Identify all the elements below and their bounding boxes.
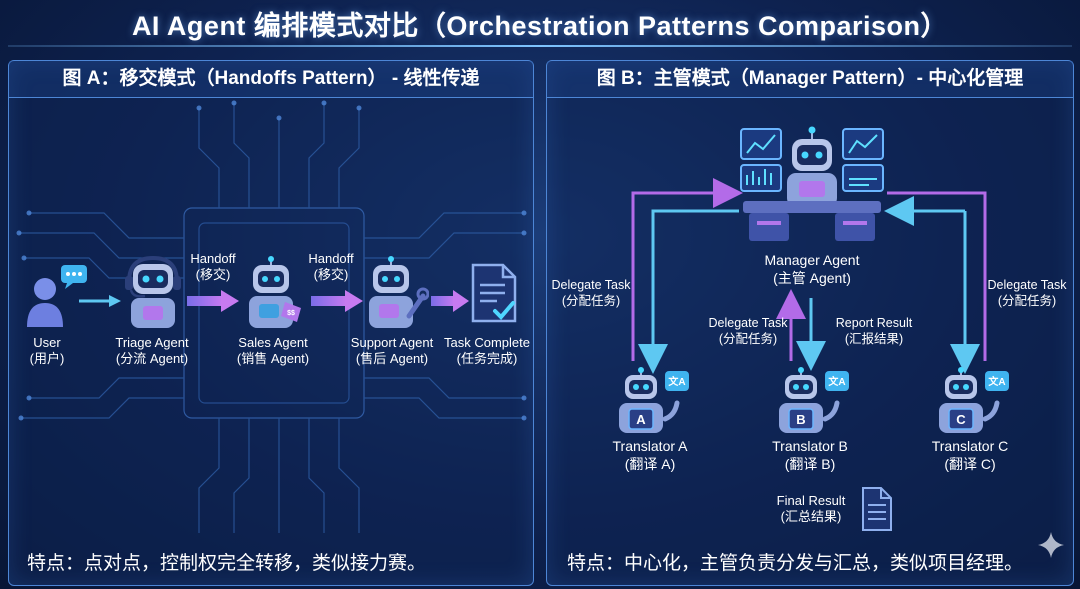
panel-b-footer: 特点：中心化，主管负责分发与汇总，类似项目经理。 bbox=[567, 553, 1024, 574]
svg-text:$$: $$ bbox=[287, 310, 295, 317]
svg-text:C: C bbox=[956, 412, 966, 427]
panel-a-footer: 特点：点对点，控制权完全转移，类似接力赛。 bbox=[27, 553, 427, 574]
translator-a-label: Translator A(翻译 A) bbox=[612, 438, 688, 472]
node-triage-label: Triage Agent(分流 Agent) bbox=[115, 335, 189, 366]
svg-text:A: A bbox=[636, 412, 646, 427]
title-divider bbox=[8, 45, 1072, 47]
panel-b: 图 B：主管模式（Manager Pattern）- 中心化管理 bbox=[546, 60, 1074, 586]
translator-c-label: Translator C(翻译 C) bbox=[931, 438, 1009, 472]
handoff-arrow bbox=[431, 290, 469, 312]
handoff-arrow bbox=[187, 290, 239, 312]
node-sales-label: Sales Agent(销售 Agent) bbox=[236, 335, 310, 366]
svg-text:文A: 文A bbox=[988, 375, 1005, 388]
sparkle-icon bbox=[1038, 532, 1064, 558]
manager-label: Manager Agent(主管 Agent) bbox=[764, 252, 860, 286]
panel-a-heading: 图 A：移交模式（Handoffs Pattern） - 线性传递 bbox=[9, 61, 533, 98]
delegate-left-label: Delegate Task(分配任务) bbox=[551, 278, 631, 308]
panel-b-heading: 图 B：主管模式（Manager Pattern）- 中心化管理 bbox=[547, 61, 1073, 98]
user-chat-icon bbox=[27, 265, 87, 327]
circuit-background bbox=[16, 100, 527, 533]
node-complete-label: Task Complete(任务完成) bbox=[444, 335, 530, 366]
wrench-robot-icon bbox=[369, 256, 429, 328]
checklist-icon bbox=[471, 263, 517, 323]
manager-robot-icon bbox=[740, 126, 884, 241]
svg-text:文A: 文A bbox=[828, 375, 845, 388]
handoff-label-2: Handoff(移交) bbox=[308, 251, 354, 282]
flow-arrow bbox=[79, 295, 121, 307]
document-icon bbox=[862, 487, 892, 531]
svg-text:B: B bbox=[796, 412, 805, 427]
panel-a: 图 A：移交模式（Handoffs Pattern） - 线性传递 bbox=[8, 60, 534, 586]
delegate-mid-label: Delegate Task(分配任务) bbox=[708, 316, 788, 346]
delegate-right-label: Delegate Task(分配任务) bbox=[987, 278, 1067, 308]
handoff-arrow bbox=[311, 290, 363, 312]
translator-a-icon: A 文A bbox=[619, 367, 689, 433]
node-support-label: Support Agent(售后 Agent) bbox=[350, 335, 434, 366]
svg-text:文A: 文A bbox=[668, 375, 685, 388]
sales-robot-icon: $$ bbox=[249, 256, 301, 328]
final-result-label: Final Result(汇总结果) bbox=[776, 493, 846, 524]
manager-connections bbox=[631, 178, 987, 374]
report-mid-label: Report Result(汇报结果) bbox=[835, 316, 913, 346]
translator-b-icon: B 文A bbox=[779, 367, 849, 433]
translator-c-icon: C 文A bbox=[939, 367, 1009, 433]
headset-robot-icon bbox=[125, 256, 181, 328]
page-title: AI Agent 编排模式对比（Orchestration Patterns C… bbox=[131, 11, 949, 41]
translator-b-label: Translator B(翻译 B) bbox=[772, 438, 848, 472]
node-user-label: User(用户) bbox=[29, 335, 65, 366]
handoff-label-1: Handoff(移交) bbox=[190, 251, 236, 282]
